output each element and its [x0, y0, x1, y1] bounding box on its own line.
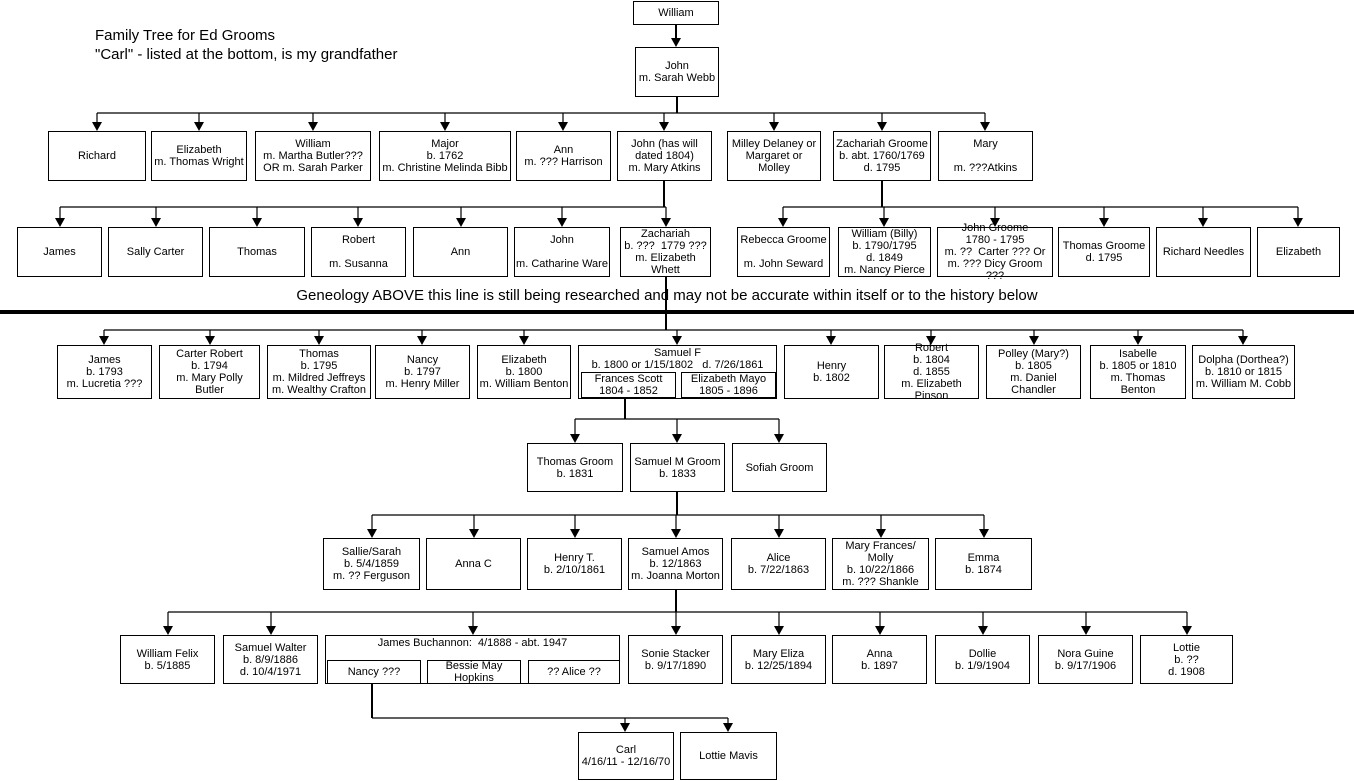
person-box-carl: Carl 4/16/11 - 12/16/70 — [578, 732, 674, 780]
person-box-thomas: Thomas — [209, 227, 305, 277]
person-box-nancy-1797: Nancy b. 1797 m. Henry Miller — [375, 345, 470, 399]
person-box-thomas-groom-1831: Thomas Groom b. 1831 — [527, 443, 623, 492]
person-box-anna-c: Anna C — [426, 538, 521, 590]
person-box-richard: Richard — [48, 131, 146, 181]
person-box-james-1793: James b. 1793 m. Lucretia ??? — [57, 345, 152, 399]
person-box-thomas-1795: Thomas b. 1795 m. Mildred Jeffreys m. We… — [267, 345, 371, 399]
person-box-mary-atkins: Mary m. ???Atkins — [938, 131, 1033, 181]
person-box-sally-carter: Sally Carter — [108, 227, 203, 277]
person-box-elizabeth: Elizabeth — [1257, 227, 1340, 277]
person-box-ann: Ann — [413, 227, 508, 277]
divider-note: Geneology ABOVE this line is still being… — [296, 287, 1038, 304]
person-box-henry-1802: Henry b. 1802 — [784, 345, 879, 399]
diagram-title: Family Tree for Ed Grooms "Carl" - liste… — [95, 27, 398, 63]
person-box-emma: Emma b. 1874 — [935, 538, 1032, 590]
spouse-box-nancy: Nancy ??? — [327, 660, 421, 684]
person-box-polley-mary: Polley (Mary?) b. 1805 m. Daniel Chandle… — [986, 345, 1081, 399]
person-box-nora-guine: Nora Guine b. 9/17/1906 — [1038, 635, 1133, 684]
rails-and-drops — [59, 112, 1299, 724]
person-box-lottie: Lottie b. ?? d. 1908 — [1140, 635, 1233, 684]
person-box-john-sarah-webb: John m. Sarah Webb — [635, 47, 719, 97]
person-box-robert-1804: Robert b. 1804 d. 1855 m. Elizabeth Pins… — [884, 342, 979, 402]
james-buchannon-header: James Buchannon: 4/1888 - abt. 1947 — [377, 637, 568, 649]
person-box-sallie-sarah: Sallie/Sarah b. 5/4/1859 m. ?? Ferguson — [323, 538, 420, 590]
samuel-f-header: Samuel F b. 1800 or 1/15/1802 d. 7/26/18… — [591, 347, 764, 371]
person-box-mary-frances-molly: Mary Frances/ Molly b. 10/22/1866 m. ???… — [832, 538, 929, 590]
person-box-james-buchannon: James Buchannon: 4/1888 - abt. 1947 Nanc… — [325, 635, 620, 684]
person-box-zachariah-groome: Zachariah Groome b. abt. 1760/1769 d. 17… — [833, 131, 931, 181]
person-box-lottie-mavis: Lottie Mavis — [680, 732, 777, 780]
person-box-sonie-stacker: Sonie Stacker b. 9/17/1890 — [628, 635, 723, 684]
person-box-william-felix: William Felix b. 5/1885 — [120, 635, 215, 684]
person-box-rebecca-groome: Rebecca Groome m. John Seward — [737, 227, 830, 277]
parent-stems — [371, 25, 883, 718]
person-box-milley-delaney: Milley Delaney or Margaret or Molley — [727, 131, 821, 181]
person-box-major: Major b. 1762 m. Christine Melinda Bibb — [379, 131, 511, 181]
person-box-samuel-m-groom: Samuel M Groom b. 1833 — [630, 443, 725, 492]
person-box-thomas-groome: Thomas Groome d. 1795 — [1058, 227, 1150, 277]
person-box-john-groome: John Groome 1780 - 1795 m. ?? Carter ???… — [937, 222, 1053, 282]
person-box-alice: Alice b. 7/22/1863 — [731, 538, 826, 590]
person-box-elizabeth-1800: Elizabeth b. 1800 m. William Benton — [477, 345, 571, 399]
person-box-william: William — [633, 1, 719, 25]
person-box-sofiah-groom: Sofiah Groom — [732, 443, 827, 492]
person-box-william-butler: William m. Martha Butler??? OR m. Sarah … — [255, 131, 371, 181]
person-box-samuel-walter: Samuel Walter b. 8/9/1886 d. 10/4/1971 — [223, 635, 318, 684]
person-box-anna-1897: Anna b. 1897 — [832, 635, 927, 684]
person-box-mary-eliza: Mary Eliza b. 12/25/1894 — [731, 635, 826, 684]
person-box-samuel-f: Samuel F b. 1800 or 1/15/1802 d. 7/26/18… — [578, 345, 777, 399]
spouse-box-frances-scott: Frances Scott 1804 - 1852 — [581, 372, 676, 398]
spouse-box-elizabeth-mayo: Elizabeth Mayo 1805 - 1896 — [681, 372, 776, 398]
person-box-dolpha: Dolpha (Dorthea?) b. 1810 or 1815 m. Wil… — [1192, 345, 1295, 399]
person-box-richard-needles: Richard Needles — [1156, 227, 1251, 277]
person-box-samuel-amos: Samuel Amos b. 12/1863 m. Joanna Morton — [628, 538, 723, 590]
spouse-box-alice: ?? Alice ?? — [528, 660, 620, 684]
person-box-john-will-1804: John (has will dated 1804) m. Mary Atkin… — [617, 131, 712, 181]
person-box-ann-harrison: Ann m. ??? Harrison — [516, 131, 611, 181]
spouse-box-bessie-may-hopkins: Bessie May Hopkins — [427, 660, 521, 684]
divider-line — [0, 310, 1354, 314]
person-box-carter-robert: Carter Robert b. 1794 m. Mary Polly Butl… — [159, 345, 260, 399]
person-box-elizabeth-wright: Elizabeth m. Thomas Wright — [151, 131, 247, 181]
person-box-william-billy: William (Billy) b. 1790/1795 d. 1849 m. … — [838, 227, 931, 277]
person-box-james: James — [17, 227, 102, 277]
person-box-dollie: Dollie b. 1/9/1904 — [935, 635, 1030, 684]
person-box-robert-susanna: Robert m. Susanna — [311, 227, 406, 277]
person-box-isabelle: Isabelle b. 1805 or 1810 m. Thomas Bento… — [1090, 345, 1186, 399]
person-box-henry-t: Henry T. b. 2/10/1861 — [527, 538, 622, 590]
person-box-zachariah-whett: Zachariah b. ??? 1779 ??? m. Elizabeth W… — [620, 227, 711, 277]
person-box-john-catharine-ware: John m. Catharine Ware — [514, 227, 610, 277]
